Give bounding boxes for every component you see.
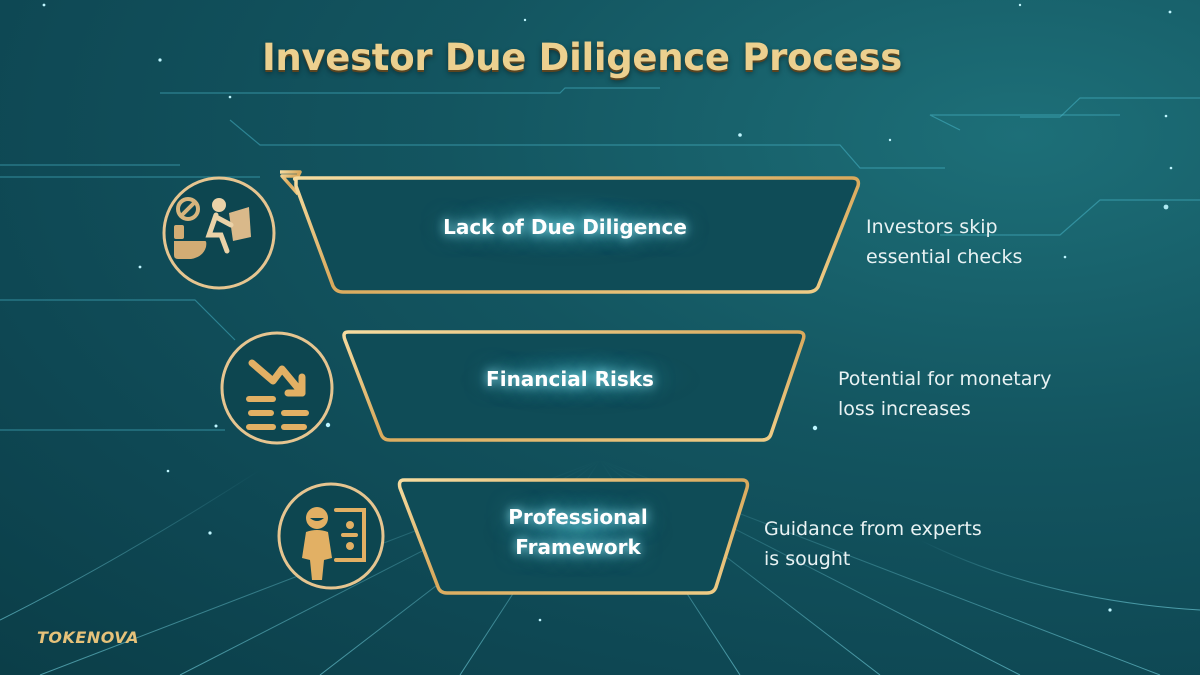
stage-1-description-line1: Investors skip [866,216,998,238]
funnel-stage-3 [397,478,750,595]
grid-floor [0,459,1200,675]
stage-3-description: Guidance from experts is sought [764,514,982,574]
circuit-lines [0,87,1200,431]
stage-3-label-line2: Framework [515,535,641,559]
stars [42,3,1173,622]
funnel-stage-1 [280,170,861,294]
stage-2-label: Financial Risks [486,367,654,391]
declining-chart-icon [218,329,336,447]
stage-1-label: Lack of Due Diligence [443,215,687,239]
stage-2-description: Potential for monetary loss increases [838,364,1051,424]
expert-presenter-icon [276,480,386,592]
stage-1-description: Investors skip essential checks [866,212,1022,272]
stage-2-description-line1: Potential for monetary [838,368,1052,390]
stage-3-description-line2: is sought [764,548,851,570]
brand-logo: TOKENOVA [37,628,139,647]
stage-3-label-line1: Professional [508,505,648,529]
stage-3-label: Professional Framework [440,502,716,562]
stage-3-description-line1: Guidance from experts [764,518,982,540]
page-title: Investor Due Diligence Process [261,36,903,79]
no-diligence-icon [161,175,277,291]
funnel-stage-2 [342,330,806,442]
stage-2-description-line2: loss increases [838,398,971,420]
stage-1-description-line2: essential checks [866,246,1023,268]
